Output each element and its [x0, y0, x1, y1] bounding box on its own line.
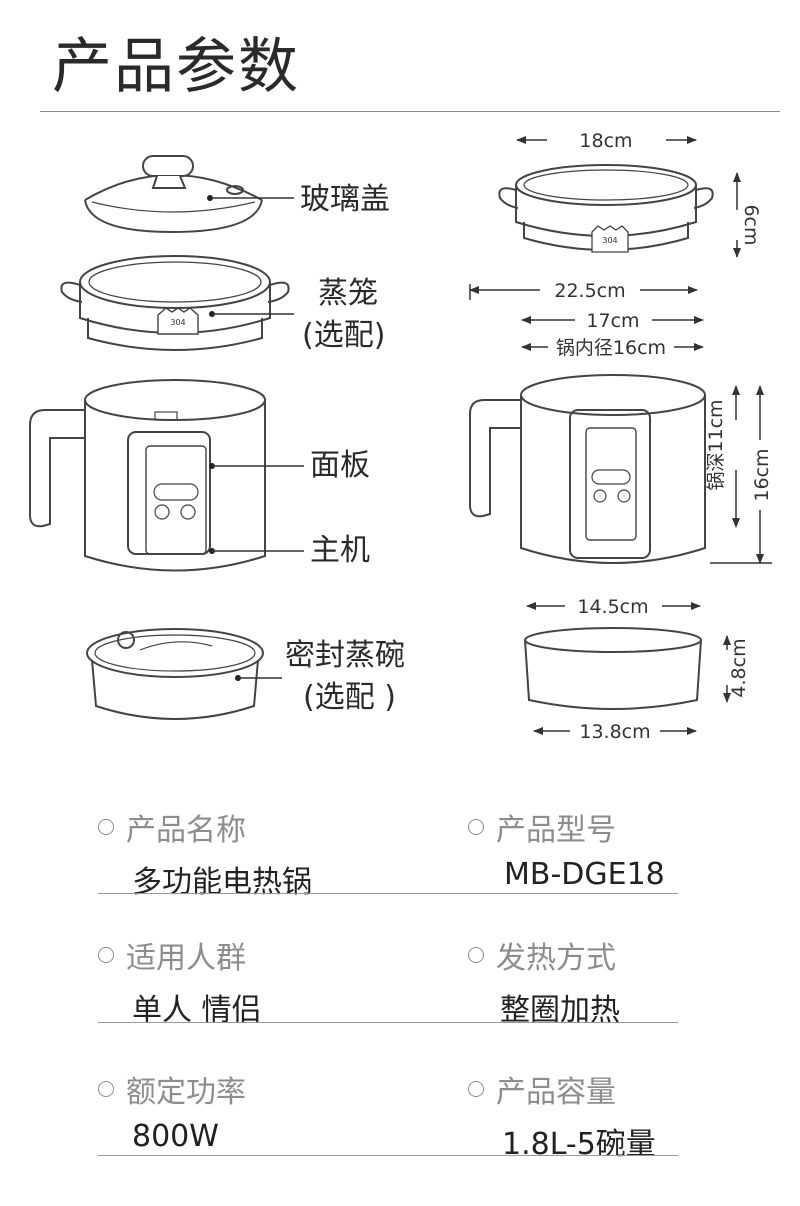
steamer-drawing — [60, 255, 290, 351]
glass-lid-drawing — [84, 155, 263, 234]
callout-steamer-optional: (选配) — [302, 318, 386, 353]
spec-value: 1.8L-5碗量 — [502, 1127, 656, 1162]
circle-icon — [98, 947, 114, 963]
callout-sealed-bowl: 密封蒸碗 — [285, 638, 405, 673]
spec-model: 产品型号 MB-DGE18 — [468, 805, 665, 892]
product-diagram: 304 304 — [29, 130, 773, 743]
spec-target-users: 适用人群 单人 情侣 — [98, 933, 262, 1029]
spec-capacity: 产品容量 1.8L-5碗量 — [468, 1067, 656, 1163]
bowl-dim-drawing — [524, 627, 702, 710]
steamer-dim-badge-304: 304 — [602, 236, 617, 245]
spec-value: 800W — [132, 1119, 219, 1154]
spec-divider — [98, 893, 678, 894]
spec-label: 适用人群 — [98, 933, 262, 977]
callout-main-body: 主机 — [310, 533, 370, 568]
circle-icon — [98, 1081, 114, 1097]
spec-label: 发热方式 — [468, 933, 620, 977]
sealed-bowl-drawing — [86, 628, 264, 720]
callout-bowl-optional: (选配 ) — [303, 680, 396, 715]
circle-icon — [468, 1081, 484, 1097]
dim-pot-width: 17cm — [586, 310, 639, 332]
dim-inner-diameter: 锅内径16cm — [556, 337, 666, 359]
title-divider — [40, 111, 780, 112]
spec-label: 产品容量 — [468, 1067, 656, 1111]
main-body-dim-drawing — [469, 374, 706, 564]
callout-glass-lid: 玻璃盖 — [300, 182, 390, 217]
dim-overall-width: 22.5cm — [554, 280, 625, 302]
page-title: 产品参数 — [52, 32, 300, 102]
steamer-badge-304: 304 — [170, 318, 185, 327]
spec-value: MB-DGE18 — [504, 857, 665, 892]
circle-icon — [468, 947, 484, 963]
dimension-lines — [469, 136, 772, 735]
dim-bowl-bottom: 13.8cm — [579, 721, 650, 743]
callout-panel: 面板 — [310, 448, 370, 483]
steamer-dim-drawing — [498, 164, 714, 253]
spec-rated-power: 额定功率 800W — [98, 1067, 246, 1154]
spec-heating-method: 发热方式 整圈加热 — [468, 933, 620, 1029]
spec-product-name: 产品名称 多功能电热锅 — [98, 805, 312, 901]
spec-label: 额定功率 — [98, 1067, 246, 1111]
dim-bowl-height: 4.8cm — [728, 638, 750, 697]
dim-steamer-height: 6cm — [740, 204, 762, 245]
spec-label: 产品名称 — [98, 805, 312, 849]
dim-inner-depth: 锅深11cm — [705, 399, 727, 490]
spec-divider — [98, 1155, 678, 1156]
dim-bowl-top: 14.5cm — [577, 596, 648, 618]
circle-icon — [468, 819, 484, 835]
spec-label: 产品型号 — [468, 805, 665, 849]
dim-pot-height: 16cm — [751, 448, 773, 501]
spec-divider — [98, 1022, 678, 1023]
callout-steamer: 蒸笼 — [318, 276, 378, 311]
main-body-drawing — [29, 379, 266, 572]
circle-icon — [98, 819, 114, 835]
dim-steamer-width: 18cm — [579, 130, 632, 152]
spec-value: 多功能电热锅 — [132, 865, 312, 900]
